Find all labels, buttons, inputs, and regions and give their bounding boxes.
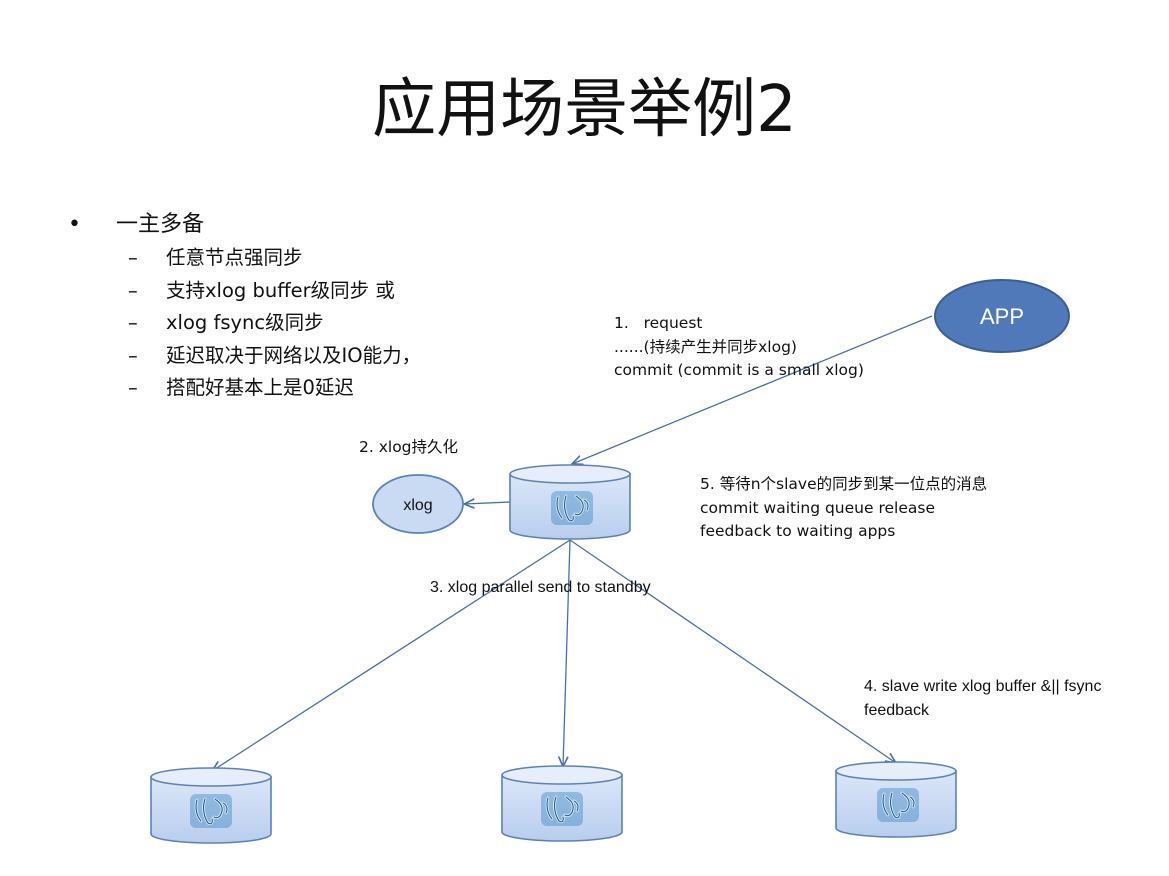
arrow-master-to-standby-right <box>569 539 896 763</box>
app-label: APP <box>980 304 1024 329</box>
master-db <box>509 464 631 540</box>
sub-bullet-item: – 任意节点强同步 <box>66 242 421 275</box>
step1-number: 1. <box>614 314 629 332</box>
sub-bullet-item: – 延迟取决于网络以及IO能力， <box>66 340 421 373</box>
sub-bullet-text: 任意节点强同步 <box>166 246 303 269</box>
arrow-app-to-master <box>572 315 933 464</box>
standby-db-middle <box>501 765 623 842</box>
step4-line2: feedback <box>864 701 929 719</box>
sub-bullet-item: – 搭配好基本上是0延迟 <box>66 372 421 405</box>
bullet-main-text: 一主多备 <box>116 212 205 237</box>
step4-label: 4. slave write xlog buffer &|| fsync fee… <box>864 675 1101 722</box>
step1-label: 1. request ......(持续产生并同步xlog) commit (c… <box>614 312 864 383</box>
slide-title: 应用场景举例2 <box>372 73 797 147</box>
arrow-master-to-standby-left <box>212 539 571 771</box>
sub-bullet-text: xlog fsync级同步 <box>166 311 324 334</box>
arrow-master-to-xlog <box>464 502 511 504</box>
standby-db-right <box>835 761 957 838</box>
sub-bullet-marker: – <box>128 278 138 302</box>
step1-line2: ......(持续产生并同步xlog) <box>614 337 797 356</box>
arrows <box>212 315 933 771</box>
step5-line1: 5. 等待n个slave的同步到某一位点的消息 <box>700 475 988 493</box>
sub-bullet-marker: – <box>128 376 138 399</box>
step5-line3: feedback to waiting apps <box>700 522 896 540</box>
step1-line3: commit (commit is a small xlog) <box>614 361 864 379</box>
step5-label: 5. 等待n个slave的同步到某一位点的消息 commit waiting q… <box>700 473 987 544</box>
app-node: APP <box>934 279 1070 353</box>
arrow-master-to-standby-middle <box>563 539 571 767</box>
step4-line1: 4. slave write xlog buffer &|| fsync <box>864 678 1102 695</box>
sub-bullet-text: 延迟取决于网络以及IO能力， <box>166 343 422 367</box>
sub-bullet-marker: – <box>128 311 138 334</box>
step5-line2: commit waiting queue release <box>700 498 935 517</box>
xlog-node: xlog <box>372 474 464 534</box>
xlog-label: xlog <box>403 497 432 514</box>
sub-bullet-list: – 任意节点强同步 – 支持xlog buffer级同步 或 – xlog fsync… <box>66 242 421 405</box>
standby-db-left <box>150 767 272 844</box>
step3-label: 3. xlog parallel send to standby <box>430 579 651 596</box>
sub-bullet-item: – 支持xlog buffer级同步 或 <box>66 275 421 308</box>
bullet-marker: • <box>68 212 81 237</box>
sub-bullet-marker: – <box>128 246 138 269</box>
sub-bullet-item: – xlog fsync级同步 <box>66 307 421 340</box>
sub-bullet-text: 搭配好基本上是0延迟 <box>166 376 354 399</box>
step1-request: request <box>643 314 703 332</box>
bullet-main: • 一主多备 <box>66 208 421 242</box>
sub-bullet-marker: – <box>128 343 138 367</box>
step2-label: 2. xlog持久化 <box>359 438 459 456</box>
bullet-list: • 一主多备 – 任意节点强同步 – 支持xlog buffer级同步 或 – xlo… <box>66 208 421 405</box>
sub-bullet-text: 支持xlog buffer级同步 或 <box>166 278 395 302</box>
